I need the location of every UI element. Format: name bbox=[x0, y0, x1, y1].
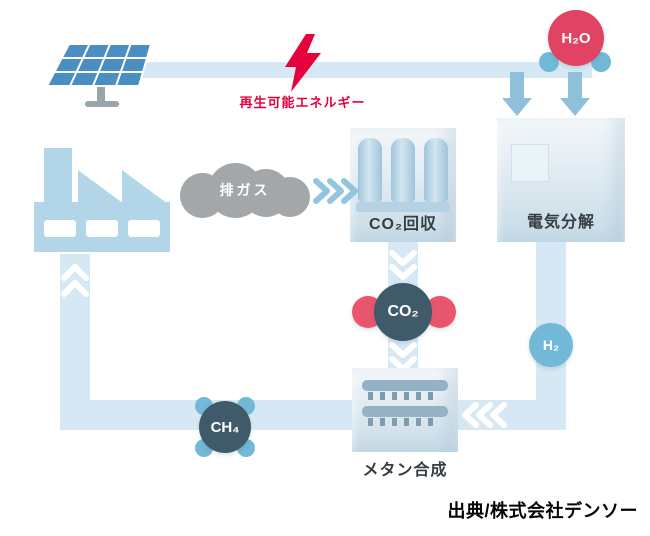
h2-molecule: H₂ bbox=[529, 323, 573, 367]
electrolysis-label: 電気分解 bbox=[526, 214, 595, 231]
down-arrow-left-icon bbox=[502, 98, 532, 116]
ch4-molecule: CH₄ bbox=[199, 401, 251, 453]
h2o-atom-left bbox=[539, 52, 559, 72]
lightning-icon bbox=[285, 34, 321, 92]
methanation-box bbox=[352, 368, 458, 452]
capture-tank-3 bbox=[424, 138, 448, 202]
capture-tank-base bbox=[356, 202, 450, 212]
flow-chevrons-left-icon bbox=[462, 402, 507, 428]
solar-panel-icon bbox=[45, 43, 153, 107]
down-arrow-right-icon bbox=[560, 98, 590, 116]
top-energy-pipe bbox=[100, 62, 592, 78]
electrolysis-box: 電気分解 bbox=[497, 118, 625, 242]
reactor-tube-2 bbox=[362, 406, 448, 417]
co2-molecule: CO₂ bbox=[374, 283, 432, 341]
reactor-tube-1 bbox=[362, 380, 448, 391]
methanation-label: メタン合成 bbox=[362, 462, 448, 479]
electrolysis-window bbox=[511, 144, 549, 182]
flow-chevrons-right-icon bbox=[313, 178, 358, 204]
capture-tank-1 bbox=[358, 138, 382, 202]
exhaust-label: 排ガス bbox=[219, 182, 271, 198]
co2-capture-box: CO₂回収 bbox=[350, 128, 456, 242]
flow-chevrons-up-icon bbox=[61, 264, 89, 297]
factory-icon bbox=[34, 148, 170, 252]
source-credit: 出典/株式会社デンソー bbox=[447, 501, 638, 521]
flow-chevrons-down-1-icon bbox=[389, 250, 417, 280]
down-arrow-left-stem-icon bbox=[510, 72, 524, 100]
co2-capture-label: CO₂回収 bbox=[368, 216, 438, 233]
h2o-molecule: H₂O bbox=[548, 10, 604, 66]
exhaust-cloud: 排ガス bbox=[180, 163, 310, 219]
renewable-energy-label: 再生可能エネルギー bbox=[239, 95, 366, 110]
down-arrow-right-stem-icon bbox=[568, 72, 582, 100]
capture-tank-2 bbox=[391, 138, 415, 202]
